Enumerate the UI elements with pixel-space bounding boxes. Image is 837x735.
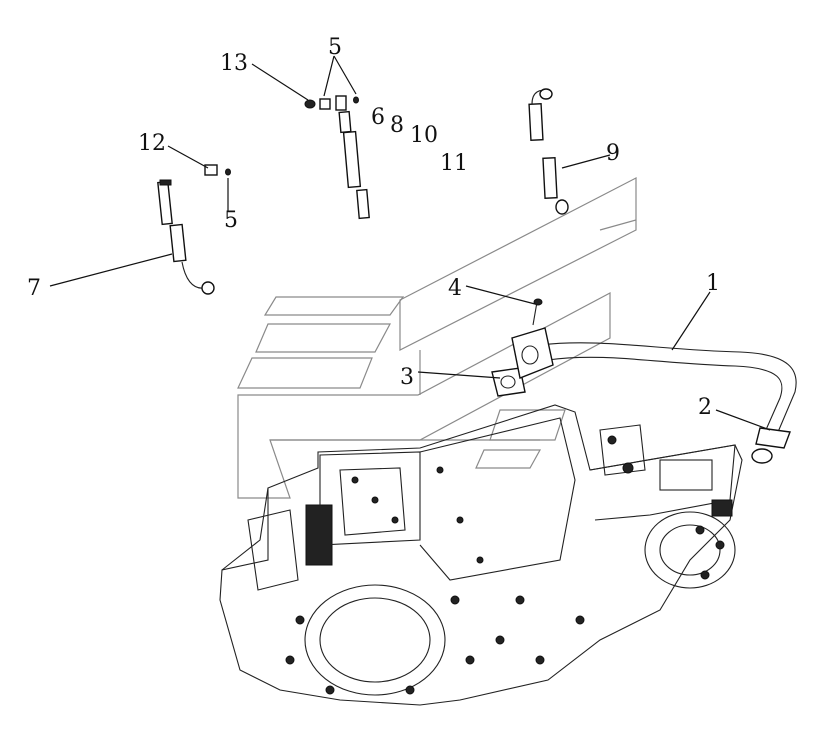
fitting-part-2 [751,427,791,464]
callout-5-top: 5 [328,35,342,60]
callout-7: 7 [27,276,41,301]
callout-6: 6 [371,105,385,130]
callout-4: 4 [448,276,462,301]
leader-lines [49,55,771,431]
callout-10: 10 [410,123,438,148]
callout-9: 9 [606,141,620,166]
callout-1: 1 [706,271,720,296]
hose-assembly-center [304,95,370,220]
callout-2: 2 [698,395,712,420]
gear-housing [219,404,743,706]
callout-13: 13 [220,51,248,76]
callout-labels: 1 2 3 4 5 5 6 7 8 9 10 11 12 13 [27,35,720,420]
oil-pipe-part-1 [539,342,797,433]
hose-assembly-part-7 [157,179,215,295]
bolt-part-4 [532,298,543,326]
callout-5-left: 5 [224,208,238,233]
washer-part-5-left [225,168,231,176]
flange-block [511,327,554,379]
callout-3: 3 [400,365,414,390]
callout-8: 8 [390,113,404,138]
hose-assembly-part-9 [528,88,569,215]
callout-11: 11 [440,151,468,176]
nut-part-12 [204,164,218,176]
background-ghost-panels [237,177,637,499]
callout-12: 12 [138,131,166,156]
gasket-part-3 [491,367,526,397]
